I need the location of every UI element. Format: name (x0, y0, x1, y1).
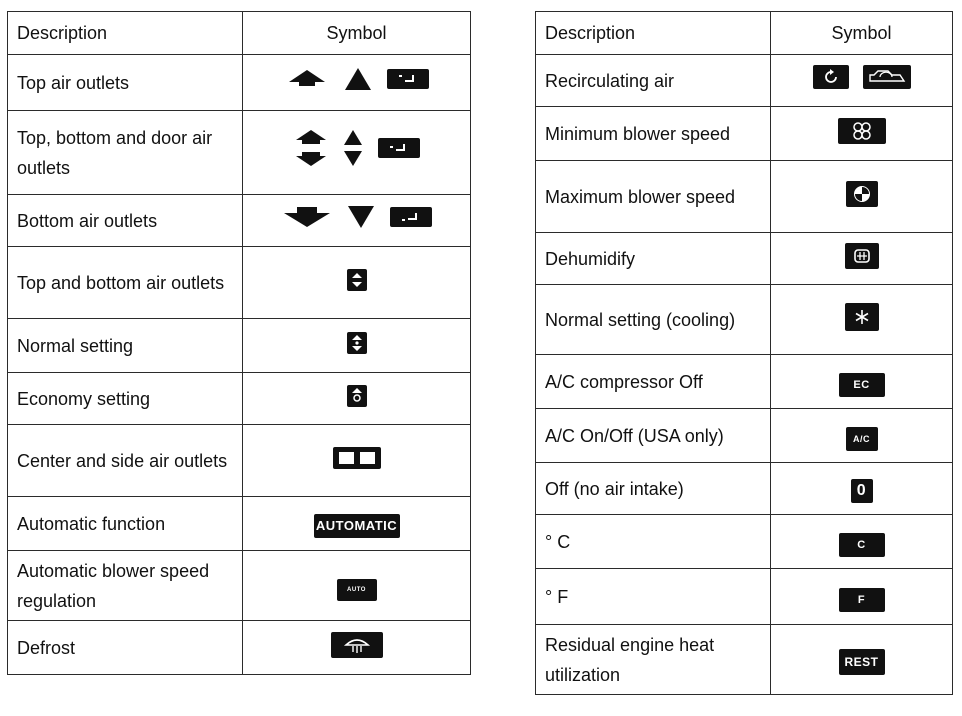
up-arrow-wide-icon (288, 70, 325, 86)
row-description: Dehumidify (535, 232, 771, 285)
table-row: Top air outlets (7, 54, 471, 111)
up-down-triangle-icon (343, 130, 362, 166)
min-blower-icon (837, 117, 886, 144)
row-description: Center and side air outlets (7, 424, 243, 497)
ac-on-off-icon: A/C (845, 426, 878, 451)
recirculate-arrow-icon (812, 65, 849, 89)
row-description: A/C On/Off (USA only) (535, 408, 771, 463)
table-row: A/C On/Off (USA only) A/C (535, 408, 953, 463)
top-bottom-outlets-icon (346, 268, 367, 291)
table-row: ° F F (535, 568, 953, 625)
table-header-row: Description Symbol (535, 11, 953, 55)
automatic-function-icon: AUTOMATIC (313, 513, 400, 538)
table-row: Dehumidify (535, 232, 953, 285)
panel-vent-icon (386, 69, 429, 89)
off-no-intake-icon: 0 (850, 478, 873, 503)
row-description: Defrost (7, 620, 243, 675)
economy-setting-icon (346, 384, 367, 407)
table-row: Defrost (7, 620, 471, 675)
symbol-header: Symbol (770, 11, 953, 55)
row-description: Normal setting (cooling) (535, 284, 771, 355)
table-row: Center and side air outlets (7, 424, 471, 497)
down-arrow-wide-icon (283, 206, 330, 227)
table-header-row: Description Symbol (7, 11, 471, 55)
row-description: Off (no air intake) (535, 462, 771, 515)
symbol-table-left: Description Symbol Top air outlets Top, … (7, 11, 471, 675)
row-description: Automatic blower speed regulation (7, 550, 243, 621)
table-row: Maximum blower speed (535, 160, 953, 233)
table-row: Top, bottom and door air outlets (7, 110, 471, 195)
dehumidify-icon (844, 243, 879, 269)
row-description: Residual engine heat utilization (535, 624, 771, 695)
row-description: Top, bottom and door air outlets (7, 110, 243, 195)
panel-vent-door-icon (377, 138, 420, 158)
table-row: Top and bottom air outlets (7, 246, 471, 319)
description-header: Description (7, 11, 243, 55)
table-row: Normal setting (7, 318, 471, 373)
table-row: Off (no air intake) 0 (535, 462, 953, 515)
recirculate-car-icon (862, 65, 911, 89)
panel-vent-bottom-icon (389, 206, 432, 227)
row-description: Minimum blower speed (535, 106, 771, 161)
up-down-arrow-wide-icon (295, 130, 326, 166)
rest-icon: REST (838, 648, 885, 675)
row-description: Economy setting (7, 372, 243, 425)
celsius-icon: C (838, 532, 885, 557)
description-header: Description (535, 11, 771, 55)
table-row: Minimum blower speed (535, 106, 953, 161)
fahrenheit-icon: F (838, 587, 885, 612)
row-description: Maximum blower speed (535, 160, 771, 233)
row-description: Top and bottom air outlets (7, 246, 243, 319)
row-description: Normal setting (7, 318, 243, 373)
cooling-icon (844, 303, 879, 331)
symbol-table-right: Description Symbol Recirculating air Min… (535, 11, 953, 695)
table-row: ° C C (535, 514, 953, 569)
symbol-header: Symbol (242, 11, 471, 55)
max-blower-icon (845, 180, 878, 207)
down-triangle-icon (347, 205, 374, 228)
table-row: Recirculating air (535, 54, 953, 107)
table-row: A/C compressor Off EC (535, 354, 953, 409)
row-description: ° C (535, 514, 771, 569)
table-row: Economy setting (7, 372, 471, 425)
row-description: Bottom air outlets (7, 194, 243, 247)
table-row: Residual engine heat utilization REST (535, 624, 953, 695)
table-row: Normal setting (cooling) (535, 284, 953, 355)
auto-blower-icon: AUTO (336, 579, 377, 601)
up-triangle-icon (344, 68, 371, 90)
row-description: Automatic function (7, 496, 243, 551)
row-description: ° F (535, 568, 771, 625)
row-description: A/C compressor Off (535, 354, 771, 409)
row-description: Top air outlets (7, 54, 243, 111)
table-row: Automatic blower speed regulation AUTO (7, 550, 471, 621)
row-description: Recirculating air (535, 54, 771, 107)
defrost-icon (330, 631, 383, 658)
ac-compressor-off-icon: EC (838, 372, 885, 397)
table-row: Automatic function AUTOMATIC (7, 496, 471, 551)
table-row: Bottom air outlets (7, 194, 471, 247)
normal-setting-icon (346, 331, 367, 354)
center-side-outlets-icon (332, 446, 381, 469)
